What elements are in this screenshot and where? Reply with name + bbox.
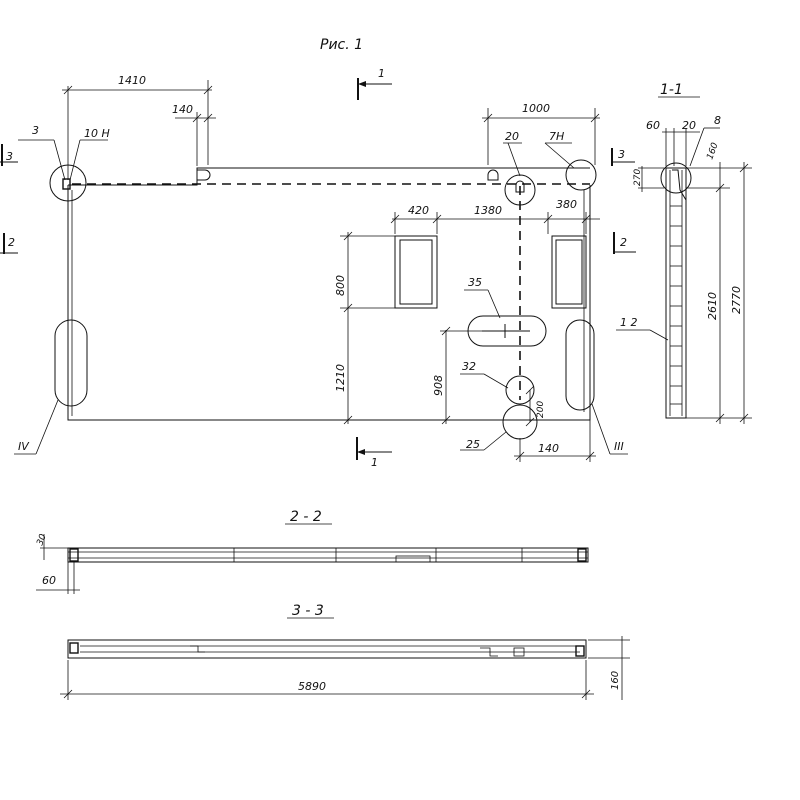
section-3-3-body xyxy=(67,639,587,659)
s11-dim-270: 270 xyxy=(633,169,643,186)
s33-dim-160: 160 xyxy=(610,671,621,690)
section-mark-1-bottom: 1 xyxy=(356,437,392,469)
notch xyxy=(197,169,211,181)
dim-908: 908 xyxy=(432,375,445,396)
detail-circle-25 xyxy=(502,404,538,440)
dim-420: 420 xyxy=(408,204,429,217)
s11-dim-60: 60 xyxy=(646,119,660,132)
panel-top-edge xyxy=(68,167,590,186)
s33-dim-5890: 5890 xyxy=(298,680,326,693)
dim-200: 200 xyxy=(536,401,546,418)
callout-35: 35 xyxy=(468,276,482,289)
section-mark-1-bottom-label: 1 xyxy=(371,456,378,469)
section-1-1: 1-1 60 20 8 xyxy=(616,82,752,424)
section-1-1-ribs xyxy=(670,205,682,405)
section-3-3-title: 3 - 3 xyxy=(292,603,324,619)
dim-7h: 7Н xyxy=(549,130,564,143)
section-mark-2-left: 2 xyxy=(0,233,18,254)
callout-3: 3 xyxy=(32,124,39,137)
section-mark-1-top: 1 xyxy=(357,67,392,100)
s11-dim-160: 160 xyxy=(705,141,720,161)
panel-outline xyxy=(67,185,591,421)
marker-iii: III xyxy=(614,440,624,453)
dim-140-bottom: 140 xyxy=(538,442,559,455)
s11-callout-12: 1 2 xyxy=(620,316,638,329)
dim-20: 20 xyxy=(505,130,519,143)
s11-dim-2610: 2610 xyxy=(706,292,719,320)
oval-iv xyxy=(54,319,88,407)
dim-140: 140 xyxy=(172,103,193,116)
oval-iii xyxy=(565,319,595,411)
panel-elevation xyxy=(49,159,597,440)
section-mark-3-left-label: 3 xyxy=(6,150,13,163)
dim-1380: 1380 xyxy=(474,204,502,217)
section-3-3: 3 - 3 5890 160 xyxy=(60,603,630,700)
section-mark-2-right: 2 xyxy=(613,232,636,254)
dim-1000: 1000 xyxy=(522,102,550,115)
s11-dim-2770: 2770 xyxy=(730,286,743,314)
s22-dim-60: 60 xyxy=(42,574,56,587)
s11-dim-20: 20 xyxy=(682,119,696,132)
section-mark-2-left-label: 2 xyxy=(8,236,15,249)
elevation-dimensions: 1410 140 1000 20 7Н 3 10 Н xyxy=(14,74,628,462)
detail-circle-7h xyxy=(565,159,597,191)
detail-circle-32 xyxy=(505,375,535,405)
s22-dim-30: 30 xyxy=(35,533,48,547)
section-mark-3-right-label: 3 xyxy=(618,148,625,161)
dim-800: 800 xyxy=(334,275,347,296)
section-1-1-body xyxy=(665,167,687,419)
callout-25: 25 xyxy=(466,438,480,451)
section-1-1-title: 1-1 xyxy=(660,82,683,98)
dim-380: 380 xyxy=(556,198,577,211)
section-2-2: 2 - 2 30 60 xyxy=(35,509,589,594)
hook-small xyxy=(487,169,499,181)
figure-title: Рис. 1 xyxy=(320,37,363,53)
window-right xyxy=(551,235,587,309)
section-1-1-detail-circle xyxy=(660,162,692,194)
callout-10h: 10 Н xyxy=(84,127,110,140)
section-2-2-body xyxy=(67,547,589,563)
section-mark-3-right: 3 xyxy=(611,148,635,166)
callout-32: 32 xyxy=(462,360,476,373)
window-left xyxy=(394,235,438,309)
dim-1210: 1210 xyxy=(334,364,347,392)
section-mark-1-top-label: 1 xyxy=(378,67,385,80)
s11-callout-8: 8 xyxy=(714,114,721,127)
section-mark-2-right-label: 2 xyxy=(620,236,627,249)
dim-1410: 1410 xyxy=(118,74,146,87)
marker-iv: IV xyxy=(18,440,30,453)
section-mark-3-left: 3 xyxy=(0,144,18,166)
section-2-2-title: 2 - 2 xyxy=(290,509,322,525)
